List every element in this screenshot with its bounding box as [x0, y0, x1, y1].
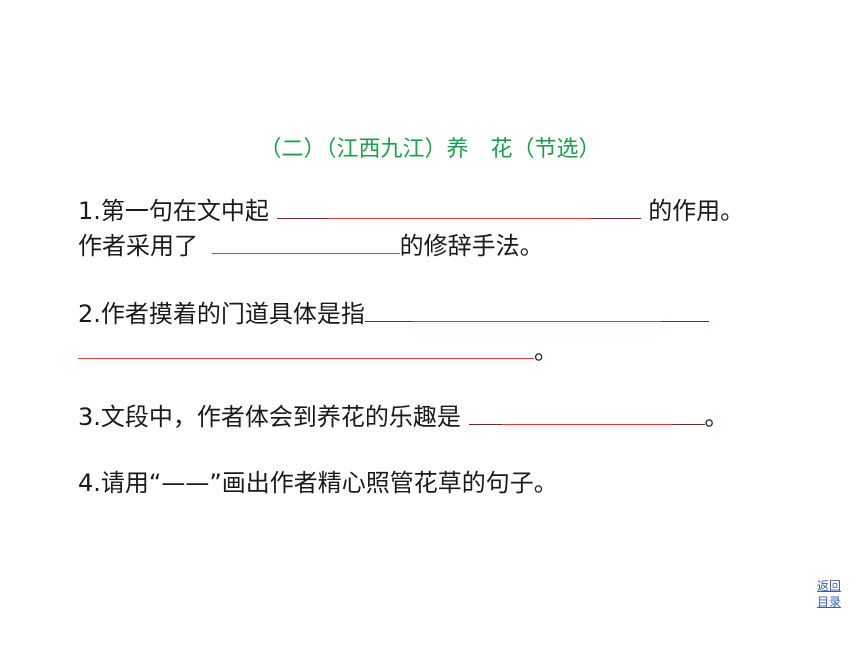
return-link-line-1: 返回: [816, 579, 841, 593]
question-1-suffix: 的作用。: [648, 197, 745, 225]
question-3-line: 3.文段中，作者体会到养花的乐趣是 。: [78, 398, 729, 434]
question-3-prefix: 3.文段中，作者体会到养花的乐趣是: [78, 403, 461, 431]
question-1-line-1: 1.第一句在文中起 的作用。: [78, 192, 744, 228]
question-2-end: 。: [534, 337, 558, 365]
question-2-blank-2[interactable]: [78, 332, 534, 359]
question-2-prefix: 2.作者摸着的门道具体是指: [78, 300, 365, 328]
return-link-line-2: 目录: [816, 595, 841, 609]
section-title: （二）（江西九江）养 花（节选）: [259, 137, 601, 162]
question-1-blank-2[interactable]: [211, 227, 400, 254]
return-to-contents-link[interactable]: 返回 目录: [812, 578, 846, 610]
question-3-blank[interactable]: [468, 398, 705, 425]
question-1-blank-1[interactable]: [276, 192, 641, 219]
question-4-line: 4.请用“——”画出作者精心照管花草的句子。: [78, 466, 558, 500]
question-2-blank-1[interactable]: [364, 295, 709, 322]
question-1-prefix: 1.第一句在文中起: [78, 197, 269, 225]
question-2-line-1: 2.作者摸着的门道具体是指: [78, 295, 709, 331]
question-1-line-2: 作者采用了 的修辞手法。: [78, 227, 544, 263]
question-4-text: 4.请用“——”画出作者精心照管花草的句子。: [78, 469, 558, 497]
question-3-end: 。: [704, 403, 729, 431]
question-2-line-2: 。: [78, 332, 558, 368]
question-1-line2-prefix: 作者采用了: [78, 232, 198, 260]
question-1-line2-suffix: 的修辞手法。: [399, 232, 544, 260]
